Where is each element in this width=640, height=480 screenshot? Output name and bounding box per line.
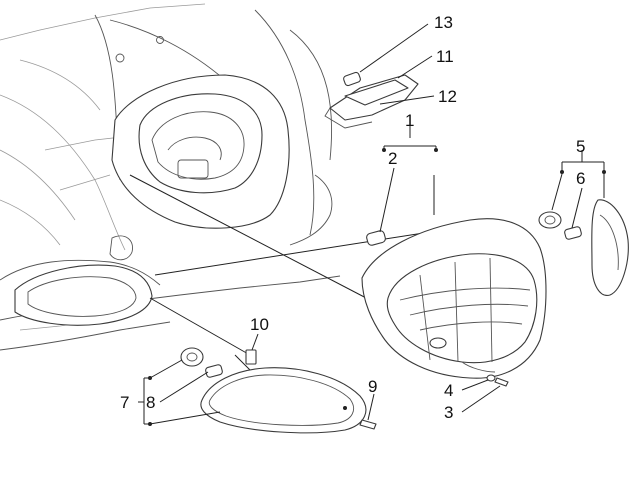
part-lower-bulb-8 <box>205 364 223 378</box>
part-lens-gasket <box>200 367 367 434</box>
callout-leaders <box>138 23 606 426</box>
part-bulb-2 <box>366 230 386 246</box>
callout-10: 10 <box>250 315 269 334</box>
part-side-reflector <box>591 199 629 296</box>
part-clip-10 <box>245 349 257 365</box>
callout-1: 1 <box>405 111 414 130</box>
callout-13: 13 <box>434 13 453 32</box>
callout-7: 7 <box>120 393 129 412</box>
callout-6: 6 <box>576 169 585 188</box>
callout-8: 8 <box>146 393 155 412</box>
part-screw-3 <box>494 377 509 387</box>
part-tail-light-assembly <box>361 218 547 379</box>
callout-5: 5 <box>576 137 585 156</box>
callout-2: 2 <box>388 149 397 168</box>
callout-11: 11 <box>436 47 454 66</box>
callout-3: 3 <box>444 403 453 422</box>
callout-labels: 13 11 12 1 2 5 6 4 3 7 8 9 10 <box>120 13 585 422</box>
part-screw-9 <box>343 406 377 430</box>
callout-9: 9 <box>368 377 377 396</box>
scooter-body-drawing <box>0 3 341 351</box>
callout-4: 4 <box>444 381 453 400</box>
part-lower-socket-7 <box>180 347 204 367</box>
part-bulb-socket-5 <box>538 211 562 229</box>
part-small-bulb-13 <box>343 71 361 87</box>
part-washer-4 <box>486 374 496 382</box>
part-license-light-housing <box>324 74 419 129</box>
part-bulb-6 <box>564 226 582 240</box>
callout-12: 12 <box>438 87 457 106</box>
